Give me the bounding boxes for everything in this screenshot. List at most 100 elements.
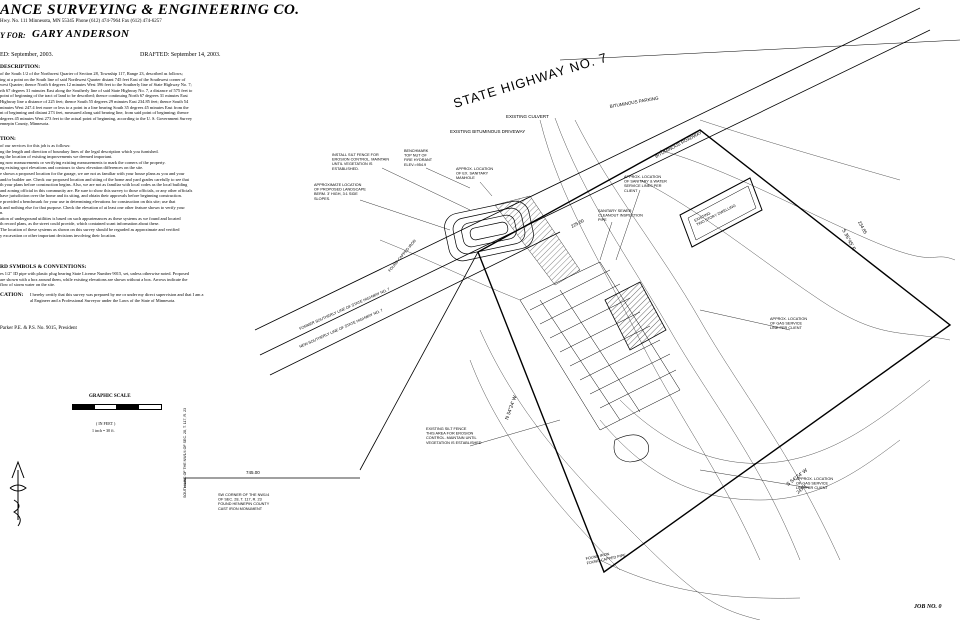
notes-line: ng now measurements or verifying existin… bbox=[0, 159, 166, 165]
gas-service-note-line: APPROX. LOCATION bbox=[770, 317, 807, 321]
gas-service-note-2-line: OF GAS SERVICE bbox=[796, 482, 828, 486]
existing-dwelling bbox=[679, 177, 763, 248]
berm-note-line: OF PROPOSED LANDSCAPE bbox=[314, 188, 366, 192]
notes-line: e provided a benchmark for your use in d… bbox=[0, 198, 176, 204]
notes-line: ation of underground utilities is based … bbox=[0, 215, 181, 221]
south-line-label: SOUTH LINE OF THE NW1/4 OF SEC. 28, T. 1… bbox=[183, 408, 187, 498]
description-line: nt of beginning and distant 273 feet, me… bbox=[0, 110, 189, 116]
berm-note-line: SLOPES. bbox=[314, 197, 330, 201]
service-lines-note-line: APPROX. LOCATION bbox=[624, 175, 661, 179]
sanitary-manhole-note-line: OF EX. SANITARY bbox=[456, 172, 489, 176]
existing-silt-fence-note-line: VEGETATION IS ESTABLISHED bbox=[426, 441, 482, 445]
found-iron-note-line: FOUND IRON bbox=[585, 552, 610, 561]
description-line: ennepin County, Minnesota. bbox=[0, 121, 50, 127]
highway-label: STATE HIGHWAY NO. 7 bbox=[451, 50, 609, 111]
description-line: minutes West 247.4 feet more or less to … bbox=[0, 104, 189, 110]
gas-service-note-line: LINE PER CLIENT bbox=[770, 326, 803, 330]
culvert-label: EXISTING CULVERT bbox=[506, 114, 549, 119]
berm-note-line: BERM. 3' HIGH, 3:1 SIDE bbox=[314, 192, 358, 196]
north-arrow-icon bbox=[9, 460, 27, 527]
notes-heading: TION: bbox=[0, 136, 16, 142]
silt-fence-note-line: ESTABLISHED. bbox=[332, 167, 359, 171]
sw-corner-note-line: SW CORNER OF THE NW1/4 bbox=[218, 493, 269, 497]
benchmark-note-line: FIRE HYDRANT bbox=[404, 158, 433, 162]
symbols-text: es 1/2" ID pipe with plastic plug bearin… bbox=[0, 271, 275, 288]
description-text: of the South 1/2 of the Northwest Quarte… bbox=[0, 71, 275, 127]
parking-stalls bbox=[519, 261, 681, 431]
sanitary-manhole-note-line: APPROX. LOCATION bbox=[456, 167, 493, 171]
notes-line: ng the location of existing improvements… bbox=[0, 154, 113, 160]
sanitary-manhole-note-line: MANHOLE bbox=[456, 176, 475, 180]
notes-line: and zoning official in this community ar… bbox=[0, 187, 193, 193]
dist-2: 234.85 bbox=[857, 220, 868, 235]
description-line: ing at a point on the South line of said… bbox=[0, 76, 186, 82]
bearing-2: S 35°45' E bbox=[840, 228, 857, 252]
client-label: Y FOR: bbox=[0, 31, 26, 40]
symbols-line: are shown with a box around them, while … bbox=[0, 276, 188, 282]
notes-line: th your plans before construction begins… bbox=[0, 182, 188, 188]
notes-line: th record plans, as the street could pro… bbox=[0, 221, 160, 227]
signature-line: Parker P.E. & P.S. No. 9015, President bbox=[0, 326, 77, 331]
certification-line: al Engineer and a Professional Surveyor … bbox=[30, 297, 176, 303]
dim-745: 745.00 bbox=[246, 470, 260, 475]
proposed-drive-hatch bbox=[494, 195, 581, 286]
description-heading: DESCRIPTION: bbox=[0, 64, 41, 70]
new-line-label: NEW SOUTHERLY LINE OF STATE HIGHWAY NO. … bbox=[299, 308, 384, 349]
service-lines-note-line: SERVICE LINES PER bbox=[624, 184, 662, 188]
notes-line: n. bbox=[0, 210, 4, 216]
driveway-label: EXISTING BITUMINOUS DRIVEWAY bbox=[450, 129, 525, 134]
benchmark-note-line: TOP NUT OF bbox=[404, 154, 427, 158]
roadway-label: BITUMINOUS ROADWAY bbox=[654, 130, 702, 159]
description-line: point of beginning of the tract of land … bbox=[0, 93, 188, 99]
certification-text: I hereby certify that this survey was pr… bbox=[30, 292, 275, 303]
symbols-heading: RD SYMBOLS & CONVENTIONS: bbox=[0, 264, 87, 270]
scale-units: ( IN FEET ) bbox=[96, 421, 116, 426]
highway-lines bbox=[254, 7, 960, 376]
dwelling-label-line: EXISTING bbox=[694, 211, 712, 223]
description-line: degrees 45 minutes West 273 feet to the … bbox=[0, 115, 193, 121]
certification-heading: CATION: bbox=[0, 292, 24, 298]
description-line: of the South 1/2 of the Northwest Quarte… bbox=[0, 71, 183, 76]
notes-line: ng existing spot elevations and contours… bbox=[0, 165, 144, 171]
contour-lines bbox=[379, 117, 956, 620]
sewer-cleanout-note-line: SANITARY SEWER bbox=[598, 209, 632, 213]
found-pipe-label: FOUND CAPPED IRON bbox=[388, 239, 417, 273]
sw-corner-note-line: OF SEC. 28, T. 117, R. 23 bbox=[218, 498, 262, 502]
property-boundary bbox=[477, 129, 952, 574]
sewer-cleanout-note-line: PIPE bbox=[598, 218, 607, 222]
notes-line: of our services for this job is as follo… bbox=[0, 143, 71, 148]
sw-corner-note-line: FOUND HENNEPIN COUNTY bbox=[218, 502, 270, 506]
notes-line: and/or builder are. Check our proposed l… bbox=[0, 176, 189, 182]
dist-1: 225.00 bbox=[570, 218, 585, 229]
description-line: Highway line a distance of 225 feet; the… bbox=[0, 98, 189, 104]
silt-fence-note-line: EROSION CONTROL. MAINTAIN bbox=[332, 158, 389, 162]
benchmark-note-line: ELEV.=954.9 bbox=[404, 163, 426, 167]
tie-lines bbox=[184, 251, 479, 488]
notes-line: e shown a proposed location for the gara… bbox=[0, 170, 185, 176]
benchmark-note-line: BENCHMARK bbox=[404, 149, 429, 153]
existing-silt-fence-note-line: CONTROL. MAINTAIN UNTIL bbox=[426, 436, 477, 440]
notes-line: have jurisdiction over the home and its … bbox=[0, 193, 182, 199]
surveyed-date: ED: September, 2003. bbox=[0, 52, 54, 58]
drainage-feature bbox=[613, 434, 649, 463]
graphic-scale-bar bbox=[72, 404, 168, 412]
firm-name: ANCE SURVEYING & ENGINEERING CO. bbox=[0, 2, 300, 18]
client-name: GARY ANDERSON bbox=[32, 28, 130, 40]
notes-text: of our services for this job is as follo… bbox=[0, 143, 275, 238]
sw-corner-note-line: CAST IRON MONUMENT bbox=[218, 507, 263, 511]
gas-service-note-2-line: LINE PER CLIENT bbox=[796, 486, 829, 490]
certification-line: I hereby certify that this survey was pr… bbox=[30, 292, 204, 297]
notes-line: y excavation or other important decision… bbox=[0, 232, 117, 238]
symbols-line: es 1/2" ID pipe with plastic plug bearin… bbox=[0, 271, 189, 276]
service-lines-note-line: OF SANITARY & WATER bbox=[624, 180, 667, 184]
